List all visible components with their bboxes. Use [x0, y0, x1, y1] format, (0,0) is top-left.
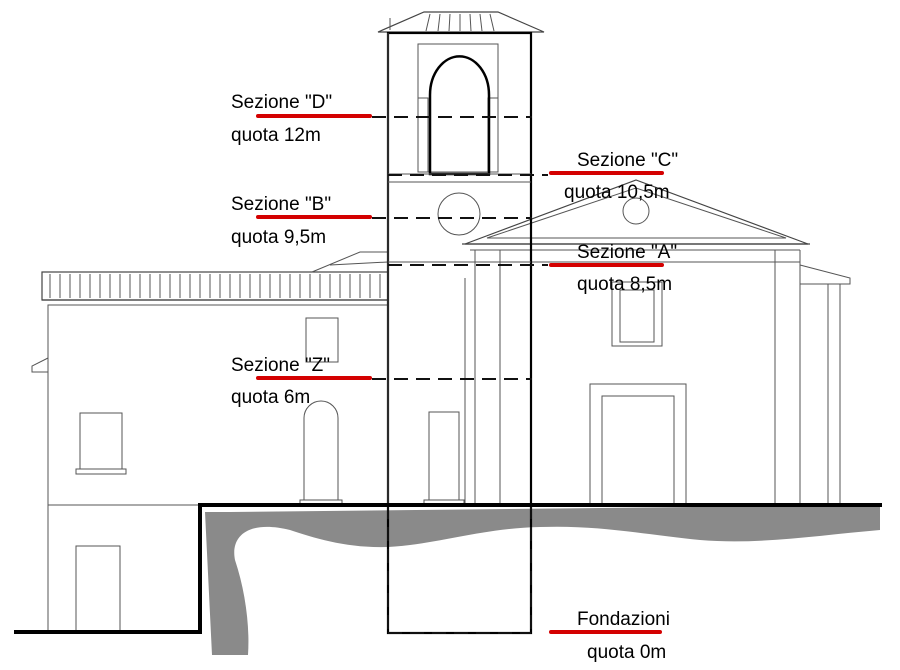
- label-section-b-title: Sezione "B": [231, 194, 331, 215]
- roof-tiles: [49, 274, 381, 298]
- label-foundation-elevation: quota 0m: [587, 642, 666, 663]
- label-section-b-elevation: quota 9,5m: [231, 227, 326, 248]
- church-facade: [462, 179, 851, 506]
- ground-line: [14, 503, 882, 634]
- section-labels: Sezione "D" quota 12m Sezione "C" quota …: [231, 92, 678, 663]
- ground-soil: [205, 505, 880, 655]
- label-section-a-title: Sezione "A": [577, 242, 677, 263]
- label-section-d-elevation: quota 12m: [231, 125, 321, 146]
- label-section-c-elevation: quota 10,5m: [564, 182, 670, 203]
- label-section-z-elevation: quota 6m: [231, 387, 310, 408]
- red-markers: [256, 114, 664, 634]
- label-section-a-elevation: quota 8,5m: [577, 274, 672, 295]
- section-lines: [372, 116, 548, 634]
- label-section-d-title: Sezione "D": [231, 92, 332, 113]
- tower-roof-tiles: [425, 13, 495, 32]
- label-section-c-title: Sezione "C": [577, 150, 678, 171]
- label-section-z-title: Sezione "Z": [231, 355, 330, 376]
- label-foundation-title: Fondazioni: [577, 609, 670, 630]
